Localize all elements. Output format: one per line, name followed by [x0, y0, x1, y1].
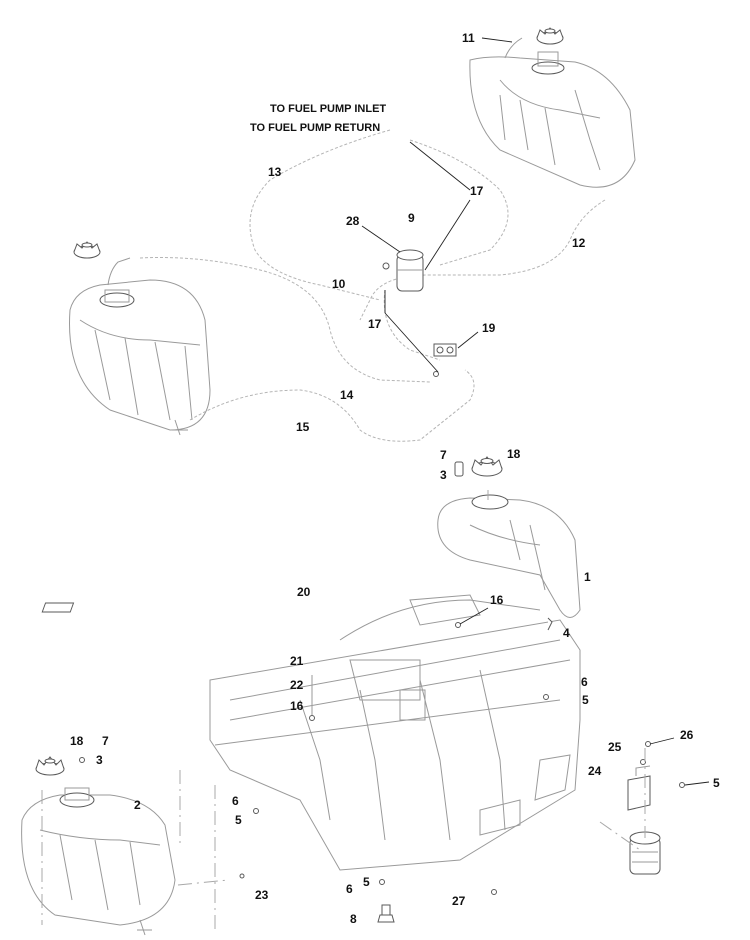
callout-3-upper: 3 [440, 468, 447, 482]
callout-5-pump: 5 [713, 776, 720, 790]
callout-5-right: 5 [582, 693, 589, 707]
bolt-16-upper [455, 622, 461, 628]
callout-4: 4 [563, 626, 570, 640]
leader-11 [481, 37, 513, 43]
callout-14: 14 [340, 388, 354, 402]
tee-fitting-19 [433, 343, 457, 377]
callout-7-lower: 7 [102, 734, 109, 748]
vent-line-upper [504, 37, 523, 59]
chassis-frame [209, 594, 581, 871]
fuel-cap-upper [536, 27, 564, 45]
callout-1: 1 [584, 570, 591, 584]
leader-26 [649, 737, 675, 745]
leader-28 [361, 225, 401, 253]
fuel-hose-12 [359, 199, 606, 321]
bolt-27 [491, 889, 497, 895]
fitting-8 [377, 904, 395, 923]
bolt-26 [645, 741, 651, 747]
fuel-tank-upper-left [69, 279, 211, 436]
callout-11: 11 [462, 31, 475, 45]
callout-25: 25 [608, 740, 622, 754]
callout-3-lower: 3 [96, 753, 103, 767]
bolt-16-lower [309, 715, 315, 721]
callout-26: 26 [680, 728, 694, 742]
note-fuel-pump-return: TO FUEL PUMP RETURN [250, 122, 380, 134]
callout-16-lower: 16 [290, 699, 304, 713]
assembly-line-6 [599, 821, 641, 851]
callout-28: 28 [346, 214, 360, 228]
callout-24: 24 [588, 764, 602, 778]
callout-17-lower: 17 [368, 317, 382, 331]
callout-6-bottom: 6 [346, 882, 353, 896]
callout-2: 2 [134, 798, 141, 812]
callout-6-right: 6 [581, 675, 588, 689]
callout-19: 19 [482, 321, 496, 335]
note-fuel-pump-inlet: TO FUEL PUMP INLET [270, 103, 386, 115]
callout-18-upper: 18 [507, 447, 521, 461]
nut-5-left [253, 808, 259, 814]
callout-6-left: 6 [232, 794, 239, 808]
callout-5-bottom: 5 [363, 875, 370, 889]
fuel-cap-lower-left [35, 756, 85, 776]
callout-7-upper: 7 [440, 448, 447, 462]
fuel-tank-lower-left [21, 787, 176, 936]
callout-22: 22 [290, 678, 304, 692]
fuel-filter-28 [382, 249, 424, 292]
leader-17-upper-a [409, 141, 471, 191]
leader-19 [457, 331, 479, 349]
leader-16-upper [459, 607, 489, 625]
callout-12: 12 [572, 236, 586, 250]
decal-20 [41, 602, 75, 613]
callout-10: 10 [332, 277, 346, 291]
fuel-cap-middle [454, 456, 503, 477]
fuel-tank-middle-right [437, 494, 581, 618]
fuel-hose-15 [189, 369, 475, 442]
fuel-hose-9 [409, 139, 509, 266]
fuel-hose-14 [139, 257, 431, 383]
nut-5-pump [679, 782, 685, 788]
assembly-line-4 [177, 879, 229, 886]
fuel-tank-upper-right [469, 51, 636, 188]
callout-27: 27 [452, 894, 466, 908]
bracket-24 [627, 765, 651, 811]
callout-20: 20 [297, 585, 311, 599]
nut-5-bottom [379, 879, 385, 885]
callout-21: 21 [290, 654, 304, 668]
fuel-hose-10 [383, 289, 441, 361]
callout-13: 13 [268, 165, 282, 179]
callout-9: 9 [408, 211, 415, 225]
callout-16-upper: 16 [490, 593, 504, 607]
callout-18-lower: 18 [70, 734, 84, 748]
callout-15: 15 [296, 420, 310, 434]
screw-4 [547, 617, 553, 631]
callout-5-left: 5 [235, 813, 242, 827]
fuel-cap-left-upper [73, 241, 101, 259]
callout-17-upper: 17 [470, 184, 484, 198]
vent-line-left [107, 257, 131, 286]
leader-5-pump [684, 781, 710, 786]
leader-17-upper-b [424, 199, 471, 271]
callout-8: 8 [350, 912, 357, 926]
nut-5-right [543, 694, 549, 700]
leader-17-lower [384, 290, 439, 373]
fuel-hose-13 [249, 129, 391, 301]
bolt-23 [239, 873, 245, 879]
fuel-pump-assembly [629, 831, 661, 875]
callout-23: 23 [255, 888, 269, 902]
